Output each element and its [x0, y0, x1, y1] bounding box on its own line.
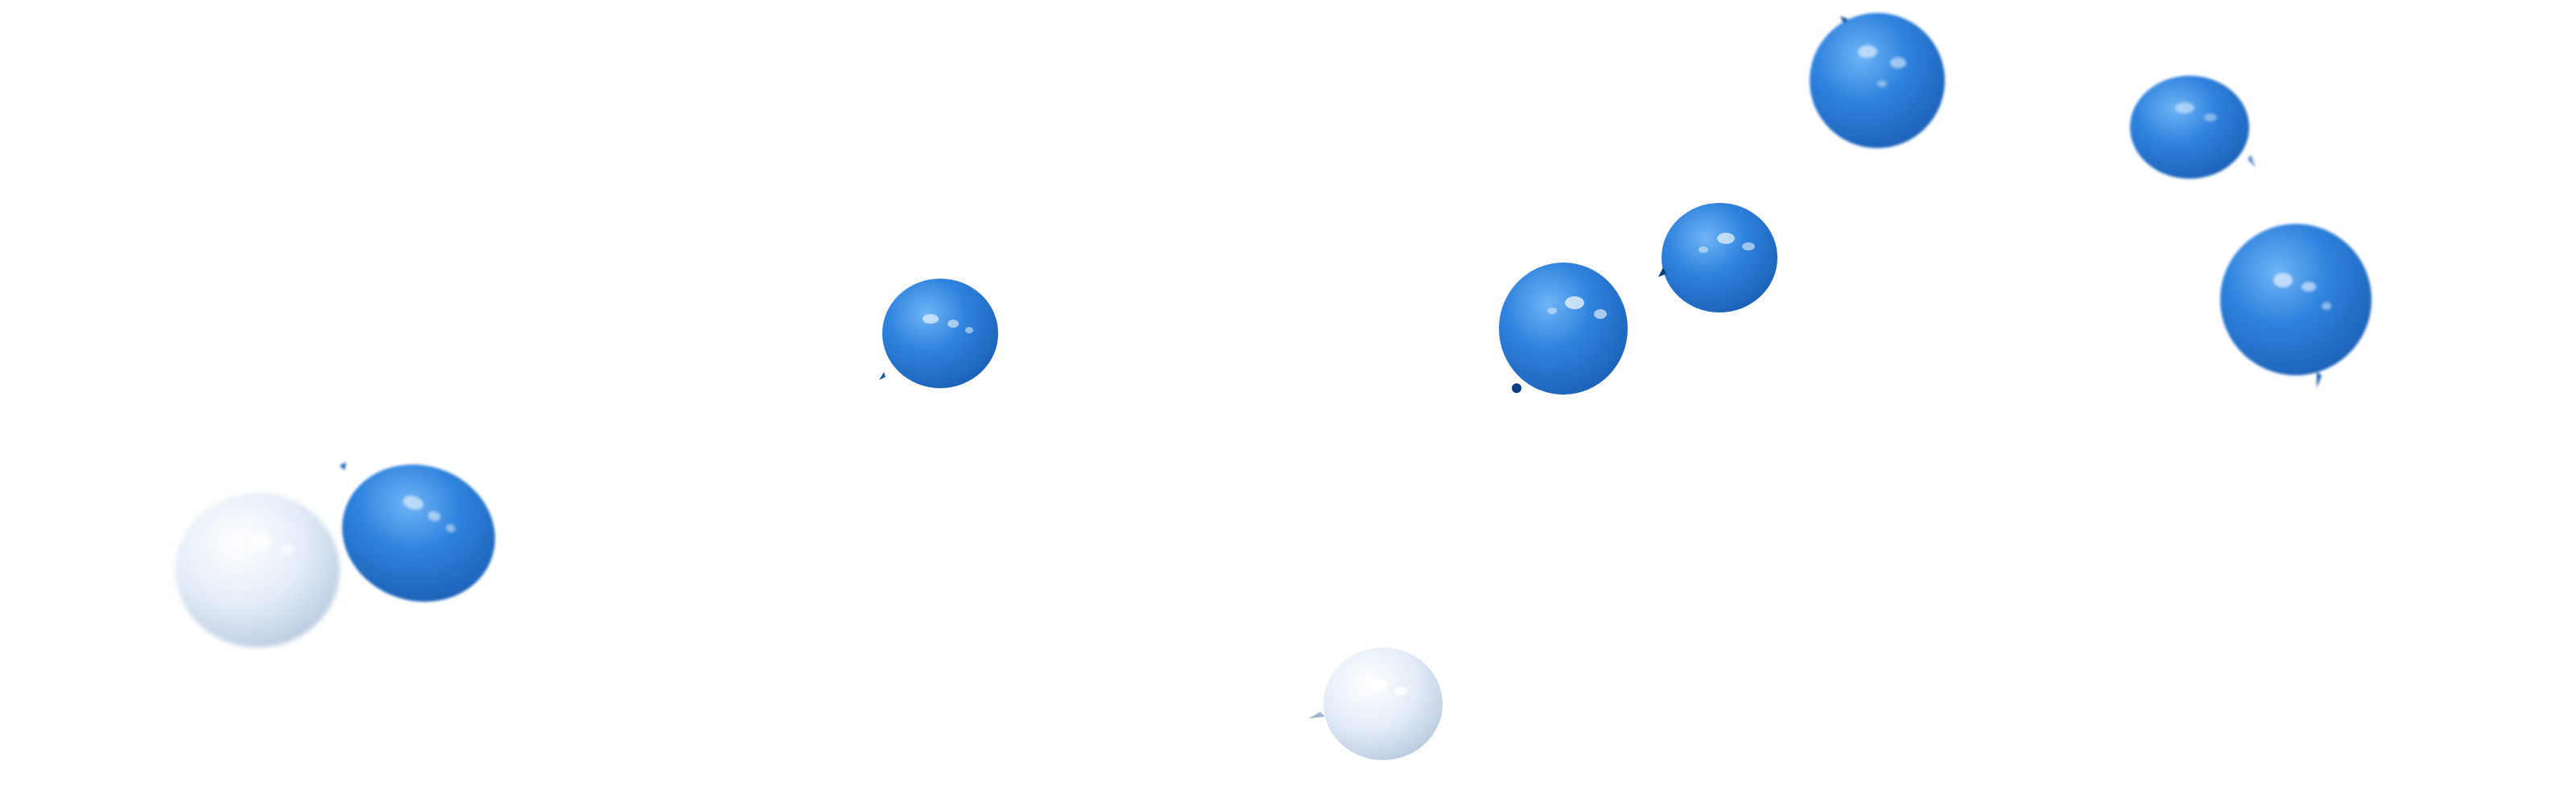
blue-balloon-top-right [2128, 71, 2257, 184]
blue-balloon-left [338, 459, 499, 606]
blue-balloon-center-upper [1657, 200, 1779, 317]
blue-balloon-center [1496, 261, 1629, 398]
blue-balloon-center-left [879, 277, 1000, 391]
pale-balloon-bottom [1309, 644, 1444, 763]
blue-balloon-top [1806, 10, 1948, 151]
blue-balloon-right [2217, 222, 2375, 391]
pale-balloon-left [174, 490, 341, 651]
